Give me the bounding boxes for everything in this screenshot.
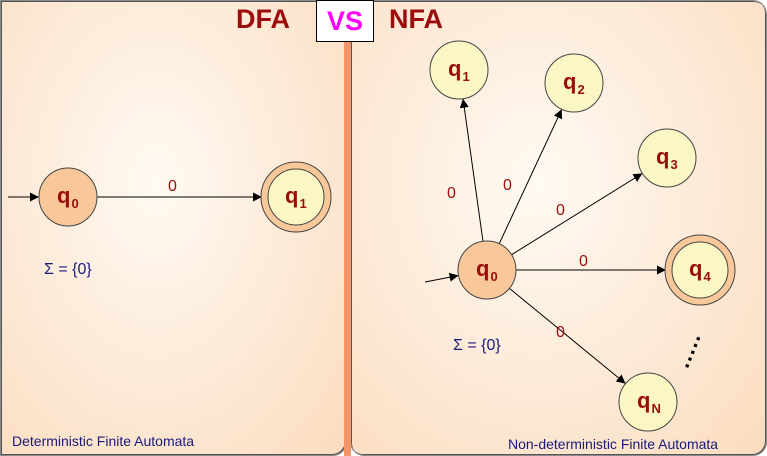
nfa-edge-q0-q3 xyxy=(511,172,643,256)
nfa-edge-q0-qN xyxy=(509,287,626,385)
nfa-edge-label-q0-q2: 0 xyxy=(503,177,512,194)
nfa-edge-label-q0-qN: 0 xyxy=(556,324,565,341)
dfa-edge-label-q0-q1: 0 xyxy=(168,178,177,195)
nfa-state-q0: q0 xyxy=(457,240,517,300)
nfa-edge-q0-q1 xyxy=(459,98,484,242)
nfa-edge-label-q0-q3: 0 xyxy=(556,202,565,219)
nfa-caption: Non-deterministic Finite Automata xyxy=(508,436,719,452)
nfa-edge-label-q0-q1: 0 xyxy=(447,185,456,202)
nfa-state-q1: q1 xyxy=(429,40,489,100)
dfa-caption: Deterministic Finite Automata xyxy=(12,433,195,449)
nfa-state-qN: qN xyxy=(618,372,678,432)
nfa-alphabet: Σ = {0} xyxy=(453,337,501,354)
nfa-state-q4: q4 xyxy=(664,234,736,306)
nfa-state-q2: q2 xyxy=(544,53,604,113)
nfa-state-q3: q3 xyxy=(637,128,697,188)
nfa-title: NFA xyxy=(389,4,443,34)
vs-label: VS xyxy=(326,6,364,36)
nfa-edge-q0-q2 xyxy=(498,109,563,244)
divider xyxy=(344,40,351,456)
ellipsis: ····· xyxy=(674,330,711,373)
nfa-start-arrow xyxy=(424,272,459,283)
dfa-title: DFA xyxy=(236,4,290,34)
nfa-edge-label-q0-q4: 0 xyxy=(579,253,588,270)
vs-box: VS xyxy=(316,0,374,42)
dfa-alphabet: Σ = {0} xyxy=(44,261,92,278)
dfa-state-q1: q1 xyxy=(260,161,332,233)
dfa-state-q0: q0 xyxy=(38,167,98,227)
